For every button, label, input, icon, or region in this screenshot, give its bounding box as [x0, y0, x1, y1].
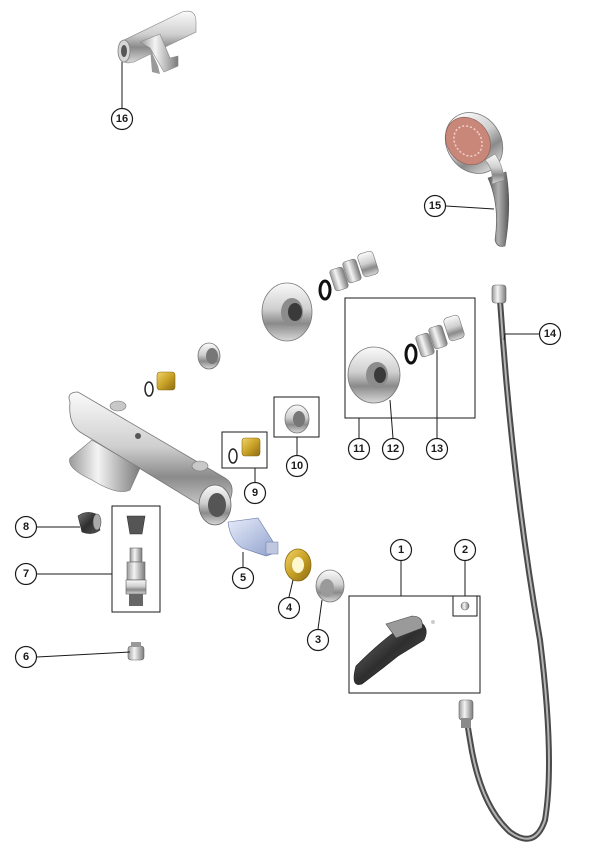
callout-7: 7 — [14, 562, 38, 586]
mixer-body-part — [68, 391, 233, 526]
upper-brass-fitting-part — [144, 371, 176, 397]
wall-bracket-part — [117, 10, 197, 74]
part-4-ring — [284, 548, 312, 582]
callout-2: 2 — [453, 538, 477, 562]
callout-1-label: 1 — [398, 544, 404, 556]
callout-16-label: 16 — [116, 113, 128, 125]
part-8-cap — [77, 512, 102, 534]
hand-shower-part — [444, 112, 510, 247]
callout-15: 15 — [423, 194, 447, 218]
part-3-sleeve — [315, 569, 345, 603]
callout-12-label: 12 — [387, 443, 399, 455]
callout-12: 12 — [381, 437, 405, 461]
leader-3 — [317, 599, 323, 630]
callout-4-label: 4 — [286, 602, 293, 614]
part-1-lever-handle — [353, 615, 435, 685]
callout-10: 10 — [285, 454, 309, 478]
callout-16: 16 — [110, 107, 134, 131]
part-2-set-screw — [460, 601, 470, 611]
callout-1: 1 — [389, 538, 413, 562]
callout-5: 5 — [231, 566, 255, 590]
callout-8: 8 — [14, 515, 38, 539]
callout-2-label: 2 — [462, 544, 468, 556]
part-1-frame — [348, 595, 481, 694]
part-6-valve — [127, 642, 145, 661]
part-7-cartridge — [125, 515, 147, 606]
part-9-fitting — [228, 437, 261, 464]
callout-4: 4 — [277, 596, 301, 620]
callout-6: 6 — [14, 645, 38, 669]
callout-14: 14 — [538, 322, 562, 346]
upper-rosette-part — [261, 250, 379, 342]
callout-13-label: 13 — [431, 443, 443, 455]
callout-10-label: 10 — [291, 460, 303, 472]
part-13-connector — [404, 314, 465, 365]
callout-13: 13 — [425, 437, 449, 461]
upper-nut-part — [197, 342, 221, 370]
callout-9-label: 9 — [252, 487, 258, 499]
callout-6-label: 6 — [23, 651, 29, 663]
callout-7-label: 7 — [23, 568, 29, 580]
callout-14-label: 14 — [544, 328, 557, 340]
leader-lines — [36, 62, 539, 658]
leader-6 — [36, 651, 131, 658]
leader-14 — [503, 333, 539, 341]
shower-hose-part — [458, 284, 552, 842]
callout-15-label: 15 — [429, 200, 441, 212]
callout-8-label: 8 — [23, 521, 29, 533]
part-5-cartridge — [227, 517, 279, 557]
callout-5-label: 5 — [240, 572, 246, 584]
part-11-frame — [344, 297, 476, 419]
part-9-frame — [221, 431, 268, 469]
leader-12 — [389, 399, 394, 439]
callout-3: 3 — [306, 628, 330, 652]
leader-4 — [288, 579, 294, 598]
callout-11-label: 11 — [353, 443, 365, 455]
callout-9: 9 — [243, 481, 267, 505]
part-10-nut — [284, 404, 310, 434]
callout-11: 11 — [347, 437, 371, 461]
part-7-frame — [111, 505, 161, 613]
callout-3-label: 3 — [315, 634, 321, 646]
leader-15 — [445, 205, 495, 210]
part-12-rosette — [347, 346, 401, 404]
